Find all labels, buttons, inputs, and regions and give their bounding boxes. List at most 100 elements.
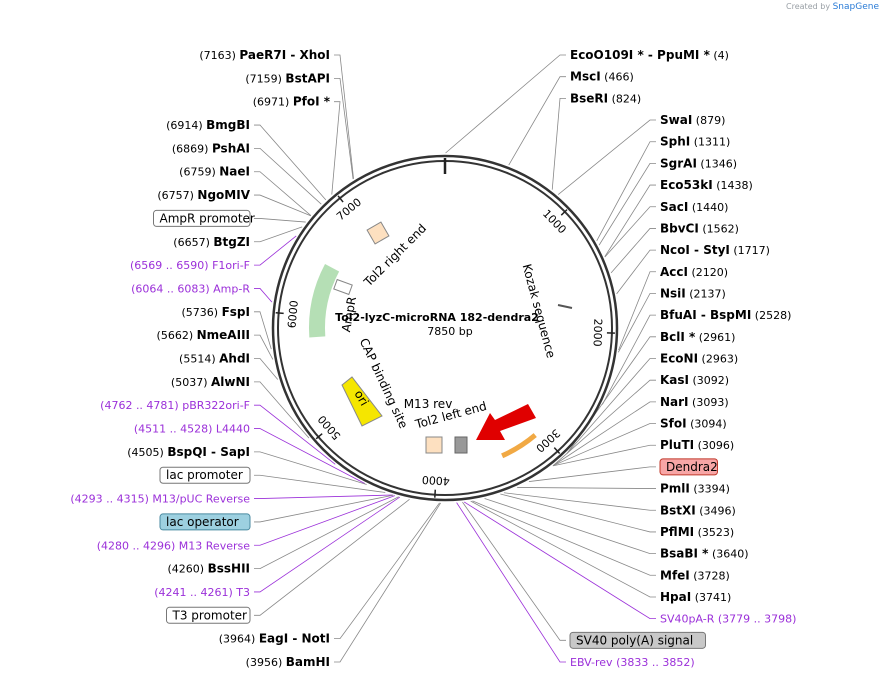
site-label-kasi[interactable]: KasI (3092): [660, 373, 729, 387]
site-label-acci[interactable]: AccI (2120): [660, 265, 728, 279]
leader-line: [254, 404, 336, 465]
site-label-dendra2[interactable]: Dendra2: [659, 458, 718, 476]
feature-name: SV40 poly(A) signal: [576, 633, 693, 647]
site-label-bfuai[interactable]: BfuAI - BspMI (2528): [660, 308, 791, 322]
feature-arc-ampr: [309, 263, 340, 338]
site-label-sv40pa-r[interactable]: SV40pA-R (3779 .. 3798): [660, 613, 796, 626]
site-label-paer7i[interactable]: (7163) PaeR7I - XhoI: [199, 48, 330, 62]
tick-mark: [560, 209, 568, 216]
feature-box: [166, 606, 251, 624]
site-label-pmli[interactable]: PmlI (3394): [660, 482, 730, 496]
site-label-ahdi[interactable]: (5514) AhdI: [179, 352, 250, 366]
site-label-sfoi[interactable]: SfoI (3094): [660, 417, 727, 431]
leader-line: [254, 311, 272, 350]
site-label-t3[interactable]: (4241 .. 4261) T3: [154, 586, 250, 599]
brand-credit: Created by SnapGene: [786, 2, 879, 12]
leader-line: [503, 492, 656, 511]
site-label-bamhi[interactable]: (3956) BamHI: [246, 655, 330, 669]
site-label-bstapi[interactable]: (7159) BstAPI: [245, 71, 330, 85]
site-label-lac-operator[interactable]: lac operator: [159, 513, 251, 531]
site-label-l4440[interactable]: (4511 .. 4528) L4440: [134, 423, 250, 436]
m13-box: [425, 436, 443, 454]
leader-line: [552, 423, 656, 467]
site-label-ecoo109i-[interactable]: EcoO109I * - PpuMI * (4): [570, 48, 729, 62]
site-label-bseri[interactable]: BseRI (824): [570, 91, 641, 105]
site-label-ampr-promoter[interactable]: AmpR promoter: [153, 209, 255, 227]
site-label-saci[interactable]: SacI (1440): [660, 200, 728, 214]
site-label-swai[interactable]: SwaI (879): [660, 113, 725, 127]
site-text: PmlI (3394): [660, 482, 730, 496]
site-label-m13-puc-reverse[interactable]: (4293 .. 4315) M13/pUC Reverse: [70, 493, 250, 506]
leader-line: [334, 77, 354, 180]
feature-arc-dendra2: [501, 433, 537, 459]
site-label-sphi[interactable]: SphI (1311): [660, 135, 730, 149]
site-label-nari[interactable]: NarI (3093): [660, 395, 729, 409]
leader-line: [463, 501, 656, 620]
site-label-t3-promoter[interactable]: T3 promoter: [166, 606, 251, 624]
leader-line: [604, 206, 656, 258]
site-label-bmgbi[interactable]: (6914) BmgBI: [166, 118, 250, 132]
site-text: NsiI (2137): [660, 286, 726, 300]
site-text: NarI (3093): [660, 395, 729, 409]
site-label-sv40-poly-a-signal[interactable]: SV40 poly(A) signal: [569, 631, 706, 649]
site-label-fspi[interactable]: (5736) FspI: [182, 305, 250, 319]
feature-name: lac operator: [166, 515, 239, 529]
site-label-amp-r[interactable]: (6064 .. 6083) Amp-R: [131, 282, 250, 295]
feature-box: [659, 458, 718, 476]
tick-mark: [275, 311, 284, 315]
site-label-f1ori-f[interactable]: (6569 .. 6590) F1ori-F: [130, 259, 250, 272]
site-label-mfei[interactable]: MfeI (3728): [660, 568, 730, 582]
site-text: (6971) PfoI *: [253, 95, 331, 109]
tick-mark: [315, 433, 323, 440]
site-label-econi[interactable]: EcoNI (2963): [660, 352, 738, 366]
site-label-pbr322ori-f[interactable]: (4762 .. 4781) pBR322ori-F: [100, 399, 250, 412]
site-label-bsabi-[interactable]: BsaBI * (3640): [660, 547, 749, 561]
site-label-msci[interactable]: MscI (466): [570, 70, 634, 84]
leader-line: [596, 141, 656, 242]
leader-line: [557, 119, 656, 195]
leader-line: [616, 249, 656, 295]
site-label-eagi[interactable]: (3964) EagI - NotI: [219, 632, 330, 646]
site-text: MfeI (3728): [660, 568, 730, 582]
site-label-m13-reverse[interactable]: (4280 .. 4296) M13 Reverse: [97, 539, 250, 552]
leader-line: [445, 54, 566, 154]
leader-line: [456, 502, 566, 663]
site-text: SwaI (879): [660, 113, 725, 127]
site-text: (4241 .. 4261) T3: [154, 586, 250, 599]
site-text: (6569 .. 6590) F1ori-F: [130, 259, 250, 272]
site-label-ebv-rev[interactable]: EBV-rev (3833 .. 3852): [570, 656, 695, 669]
tick-mark: [337, 195, 344, 203]
site-label-bstxi[interactable]: BstXI (3496): [660, 503, 736, 517]
site-label-hpai[interactable]: HpaI (3741): [660, 590, 731, 604]
site-label-nmeaiii[interactable]: (5662) NmeAIII: [157, 328, 250, 342]
tick-label: 4000: [421, 473, 450, 488]
feature-name: AmpR promoter: [160, 211, 255, 225]
feature-name: lac promoter: [166, 468, 243, 482]
site-label-pshai[interactable]: (6869) PshAI: [172, 141, 250, 155]
site-text: KasI (3092): [660, 373, 729, 387]
site-label-btgzi[interactable]: (6657) BtgZI: [173, 235, 250, 249]
site-text: (6657) BtgZI: [173, 235, 250, 249]
site-label-sgrai[interactable]: SgrAI (1346): [660, 156, 737, 170]
site-label-ncoi[interactable]: NcoI - StyI (1717): [660, 243, 770, 257]
site-label-naei[interactable]: (6759) NaeI: [179, 165, 250, 179]
site-text: PflMI (3523): [660, 525, 734, 539]
site-label-alwni[interactable]: (5037) AlwNI: [171, 375, 250, 389]
site-labels: EcoO109I * - PpuMI * (4) MscI (466) BseRI …: [70, 48, 796, 669]
site-label-pfoi-[interactable]: (6971) PfoI *: [253, 95, 331, 109]
site-label-bcli-[interactable]: BclI * (2961): [660, 330, 735, 344]
site-label-lac-promoter[interactable]: lac promoter: [159, 466, 251, 484]
site-label-nsii[interactable]: NsiI (2137): [660, 286, 726, 300]
site-label-bspqi[interactable]: (4505) BspQI - SapI: [127, 445, 250, 459]
site-label-bsshii[interactable]: (4260) BssHII: [168, 562, 250, 576]
site-label-bbvci[interactable]: BbvCI (1562): [660, 221, 739, 235]
site-label-pluti[interactable]: PluTI (3096): [660, 438, 734, 452]
leader-line: [472, 500, 656, 576]
site-label-eco53ki[interactable]: Eco53kI (1438): [660, 178, 753, 192]
leader-line: [604, 184, 656, 257]
site-text: (6869) PshAI: [172, 141, 250, 155]
site-label-pflmi[interactable]: PflMI (3523): [660, 525, 734, 539]
site-text: SgrAI (1346): [660, 156, 737, 170]
site-label-ngomiv[interactable]: (6757) NgoMIV: [157, 188, 250, 202]
